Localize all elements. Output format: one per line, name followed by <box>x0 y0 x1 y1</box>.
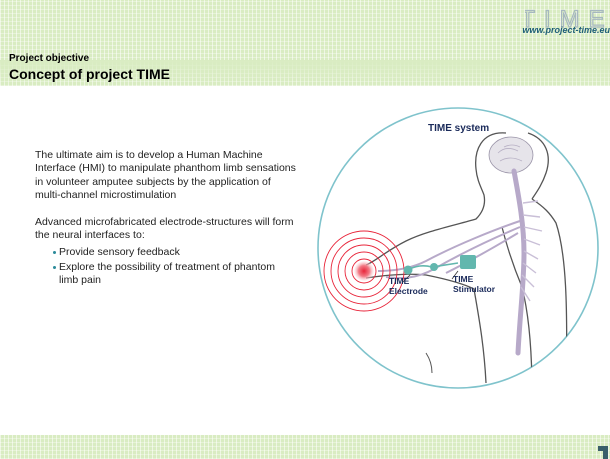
footer-band <box>0 435 610 459</box>
paragraph-electrodes: Advanced microfabricated electrode-struc… <box>35 216 297 243</box>
bullet-text: Explore the possibility of treatment of … <box>59 261 275 286</box>
stimulator-label: TIME Stimulator <box>453 274 495 294</box>
corner-arrow-icon <box>595 441 610 459</box>
bullet-dot-icon <box>53 266 56 269</box>
figure-title: TIME system <box>428 123 489 134</box>
time-system-figure: TIME system TIME Electrode TIME Stimulat… <box>306 103 606 393</box>
electrode-label: TIME Electrode <box>389 276 428 296</box>
paragraph-aim: The ultimate aim is to develop a Human M… <box>35 149 297 202</box>
stimulator-device <box>460 255 476 269</box>
body-text: The ultimate aim is to develop a Human M… <box>35 149 297 290</box>
bullet-item: Explore the possibility of treatment of … <box>59 261 297 288</box>
bullet-list: Provide sensory feedback Explore the pos… <box>59 246 297 288</box>
pain-focus <box>354 261 374 281</box>
electrode-device <box>404 266 413 275</box>
bullet-text: Provide sensory feedback <box>59 246 180 258</box>
brain-shape <box>489 137 533 173</box>
system-circle <box>318 108 598 388</box>
slide-title: Concept of project TIME <box>9 66 170 82</box>
section-label: Project objective <box>9 53 89 64</box>
site-url: www.project-time.eu <box>510 25 610 35</box>
bullet-item: Provide sensory feedback <box>59 246 297 259</box>
time-system-illustration <box>306 103 606 393</box>
bullet-dot-icon <box>53 251 56 254</box>
